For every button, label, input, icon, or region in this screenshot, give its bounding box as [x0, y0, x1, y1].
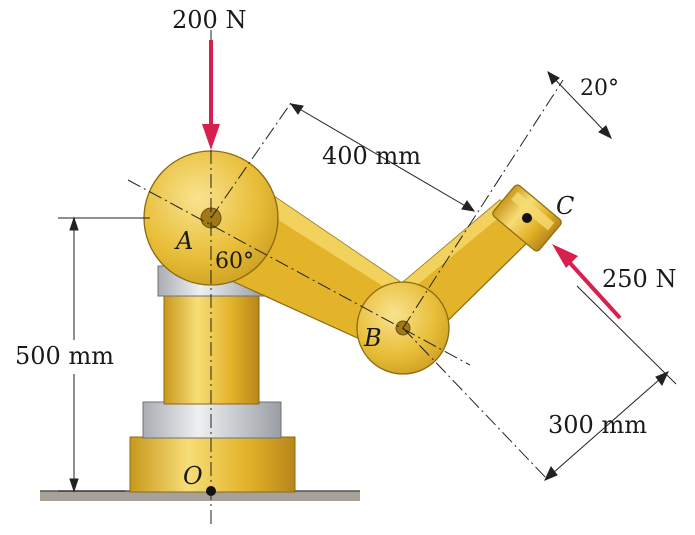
force-arrow-250n: [552, 244, 622, 320]
force-top-label: 200 N: [172, 6, 246, 34]
robot-base: [129, 265, 296, 493]
point-a-label: A: [174, 227, 193, 255]
force-right-label: 250 N: [602, 265, 676, 293]
dim-300-label: 300 mm: [548, 411, 647, 439]
point-c-dot: [522, 213, 532, 223]
dimension-lines: [58, 70, 677, 493]
angle-20-label: 20°: [580, 76, 619, 101]
dim-400-label: 400 mm: [322, 142, 421, 170]
point-c-label: C: [556, 192, 574, 220]
dim-500-label: 500 mm: [15, 342, 114, 370]
force-arrow-200n: [202, 40, 220, 150]
point-o-dot: [206, 486, 216, 496]
point-b-label: B: [363, 324, 382, 352]
angle-60-label: 60°: [215, 249, 254, 274]
point-o-label: O: [183, 462, 203, 490]
